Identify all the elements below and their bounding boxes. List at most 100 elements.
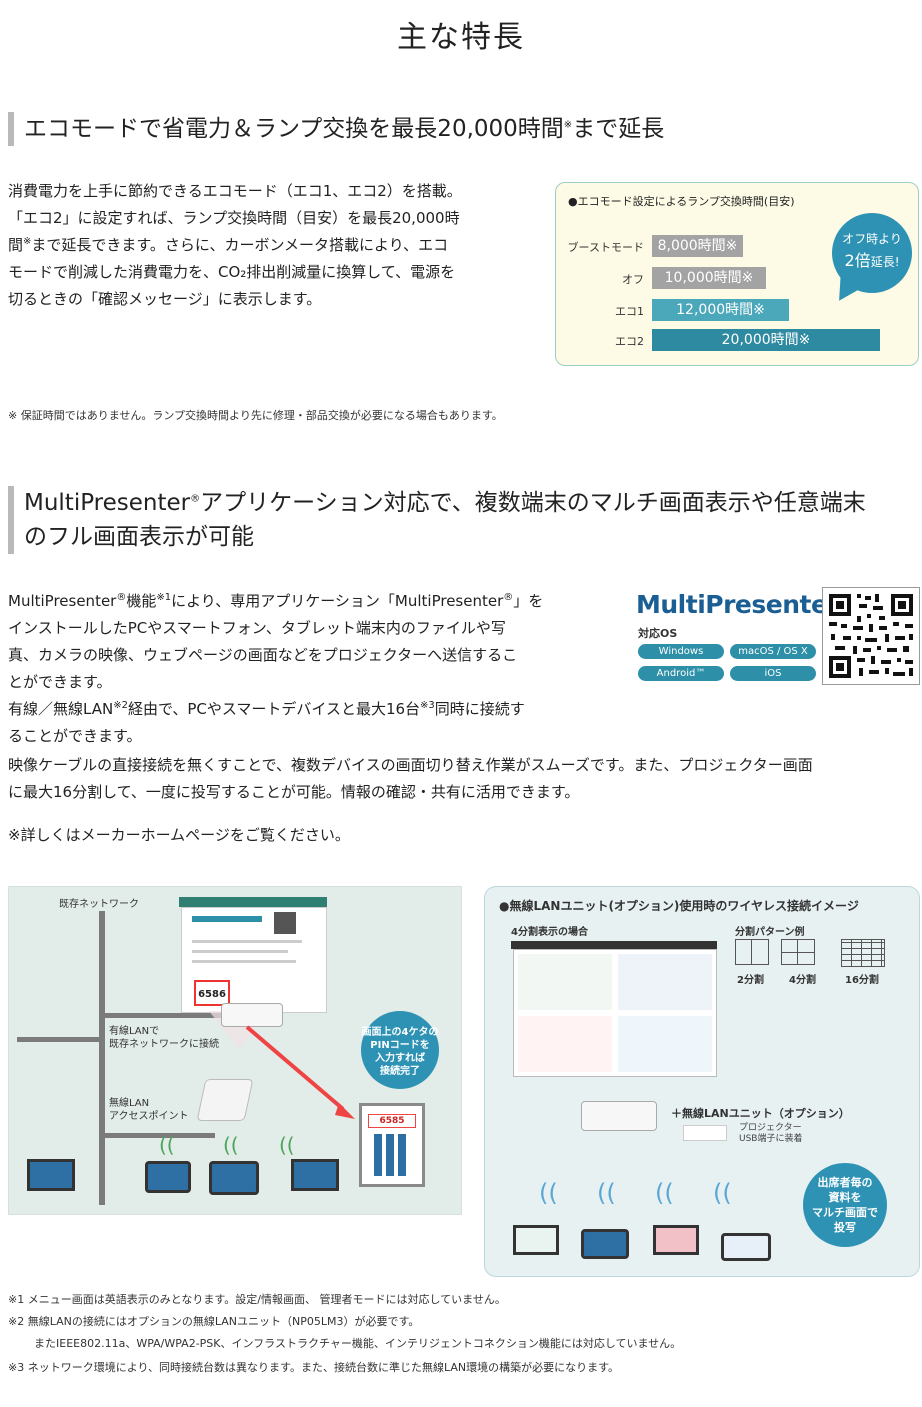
screen-line <box>192 940 302 943</box>
eco-bar: 12,000時間※ <box>652 299 789 321</box>
wifi-icon: (( <box>159 1133 175 1157</box>
footnote-1: ※1 メニュー画面は英語表示のみとなります。設定/情報画面、 管理者モードには対… <box>8 1293 506 1306</box>
ap-label-line: アクセスポイント <box>109 1111 189 1122</box>
wired-label-line: 有線LANで <box>109 1026 160 1037</box>
network-label: 既存ネットワーク <box>59 899 139 910</box>
network-pole <box>99 911 105 1205</box>
eco-line: 消費電力を上手に節約できるエコモード（エコ1、エコ2）を搭載。 <box>8 182 462 200</box>
quad-icons-tile <box>518 1016 612 1072</box>
split16-pattern-icon <box>841 939 885 967</box>
multipresenter-logo: MultiPresenter <box>636 590 840 619</box>
eco-line: モードで削減した消費電力を、CO₂排出削減量に換算して、電源を <box>8 263 456 281</box>
mp-text: 」を <box>513 592 544 610</box>
wired-label: 有線LANで既存ネットワークに接続 <box>109 1025 219 1051</box>
footnote-2: ※2 無線LANの接続にはオプションの無線LANユニット（NP05LM3）が必要… <box>8 1315 420 1328</box>
wired-label-line: 既存ネットワークに接続 <box>109 1039 219 1050</box>
pin-arrow-icon <box>245 1025 355 1119</box>
wifi-icon: (( <box>539 1179 558 1207</box>
page-title: 主な特長 <box>397 20 525 55</box>
mp-text: 機能 <box>126 592 157 610</box>
tablet-icon <box>145 1161 191 1193</box>
wifi-icon: (( <box>223 1133 239 1157</box>
mp-line: 映像ケーブルの直接接続を無くすことで、複数デバイスの画面切り替え作業がスムーズで… <box>8 756 813 774</box>
mp-line: 有線／無線LAN※2経由で、PCやスマートデバイスと最大16台※3同時に接続す <box>8 696 608 723</box>
heading-line1: MultiPresenter®アプリケーション対応で、複数端末のマルチ画面表示や… <box>24 486 914 520</box>
heading-text: MultiPresenter <box>24 490 191 516</box>
eco-bar: 20,000時間※ <box>652 329 880 351</box>
eco-bar: 10,000時間※ <box>652 267 766 289</box>
pattern-16: 16分割 <box>845 975 879 986</box>
multipresenter-description: MultiPresenter®機能※1により、専用アプリケーション「MultiP… <box>8 588 608 750</box>
section-multipresenter-heading: MultiPresenter®アプリケーション対応で、複数端末のマルチ画面表示や… <box>8 486 914 554</box>
circle-line: PINコードを <box>370 1040 430 1051</box>
wifi-icon: (( <box>713 1179 732 1207</box>
note-mark: ※ <box>23 236 32 247</box>
mp-text: 有線／無線LAN <box>8 700 114 718</box>
mp-line: に最大16分割して、一度に投写することが可能。情報の確認・共有に活用できます。 <box>8 783 580 801</box>
eco-row-label: ブーストモード <box>567 241 644 254</box>
mp-text: 経由で、PCやスマートデバイスと最大16台 <box>127 700 421 718</box>
registered-mark: ® <box>503 592 514 603</box>
wired-line-ap <box>105 1133 215 1138</box>
note-mark: ※2 <box>113 700 128 711</box>
screen-qr-icon <box>274 912 296 934</box>
multipresenter-description-2: 映像ケーブルの直接接続を無くすことで、複数デバイスの画面切り替え作業がスムーズで… <box>8 752 920 806</box>
os-label: 対応OS <box>638 627 678 640</box>
mp-line: 真、カメラの映像、ウェブページの画面などをプロジェクターへ送信するこ <box>8 646 518 664</box>
keypad-icon <box>374 1134 408 1176</box>
quad-people-tile <box>618 954 712 1010</box>
circle-line: 資料を <box>828 1191 862 1204</box>
circle-line: 接続完了 <box>380 1066 420 1077</box>
os-badge-android: Android™ <box>638 666 724 681</box>
eco-description: 消費電力を上手に節約できるエコモード（エコ1、エコ2）を搭載。 「エコ2」に設定… <box>8 178 528 313</box>
wifi-icon: (( <box>597 1179 616 1207</box>
note-mark: ※3 <box>420 700 435 711</box>
screen-pin: 6586 <box>194 980 230 1006</box>
registered-mark: ® <box>116 592 127 603</box>
tablet-icon <box>581 1229 629 1259</box>
eco-line-text: まで延長できます。さらに、カーボンメータ搭載により、エコ <box>31 236 449 254</box>
qr-code[interactable] <box>822 587 920 685</box>
wireless-connection-diagram: ●無線LANユニット(オプション)使用時のワイヤレス接続イメージ 4分割表示の場… <box>484 886 920 1277</box>
bubble-line2: 2倍延長! <box>832 247 912 271</box>
mp-line: MultiPresenter®機能※1により、専用アプリケーション「MultiP… <box>8 588 608 615</box>
circle-line: 投写 <box>834 1221 856 1234</box>
eco-line-text: 間 <box>8 236 24 254</box>
circle-line: 画面上の4ケタの <box>361 1027 439 1038</box>
wireless-diagram-title: ●無線LANユニット(オプション)使用時のワイヤレス接続イメージ <box>499 899 859 913</box>
screen-line <box>192 960 296 963</box>
projector <box>221 1003 283 1027</box>
os-badge-ios: iOS <box>730 666 816 681</box>
pattern-2: 2分割 <box>737 975 764 986</box>
screen-line <box>192 950 288 953</box>
access-point <box>196 1079 254 1121</box>
unit-note-line: プロジェクター <box>739 1123 802 1133</box>
heading-line2: のフル画面表示が可能 <box>24 524 254 550</box>
mp-line: ることができます。 <box>8 727 142 745</box>
eco-line: 「エコ2」に設定すれば、ランプ交換時間（目安）を最長20,000時 <box>8 209 460 227</box>
os-badge-windows: Windows <box>638 644 724 659</box>
screen-top-bar <box>511 941 717 949</box>
wired-line <box>105 1013 245 1018</box>
circle-line: 出席者毎の <box>817 1176 873 1189</box>
mp-line: インストールしたPCやスマートフォン、タブレット端末内のファイルや写 <box>8 619 506 637</box>
device-pin: 6585 <box>368 1114 416 1128</box>
wireless-unit-label: ＋無線LANユニット（オプション） <box>671 1107 850 1120</box>
laptop-icon <box>291 1159 339 1191</box>
projector <box>581 1101 657 1131</box>
multi-screen-circle: 出席者毎の 資料を マルチ画面で 投写 <box>803 1163 887 1247</box>
extension-bubble: オフ時より 2倍延長! <box>832 213 912 293</box>
wifi-icon: (( <box>655 1179 674 1207</box>
pin-instruction-circle: 画面上の4ケタの PINコードを 入力すれば 接続完了 <box>361 1011 439 1089</box>
split2-pattern-icon <box>735 939 769 965</box>
registered-mark: ® <box>190 493 201 505</box>
pattern-label: 分割パターン例 <box>735 927 805 938</box>
pin-entry-device: 6585 <box>359 1103 425 1187</box>
pattern-4: 4分割 <box>789 975 816 986</box>
split4-pattern-icon <box>781 939 815 965</box>
heading-tail: まで延長 <box>572 116 665 142</box>
bubble-line3: 延長! <box>870 255 900 269</box>
heading-text: エコモードで省電力＆ランプ交換を最長20,000時間 <box>24 116 564 142</box>
